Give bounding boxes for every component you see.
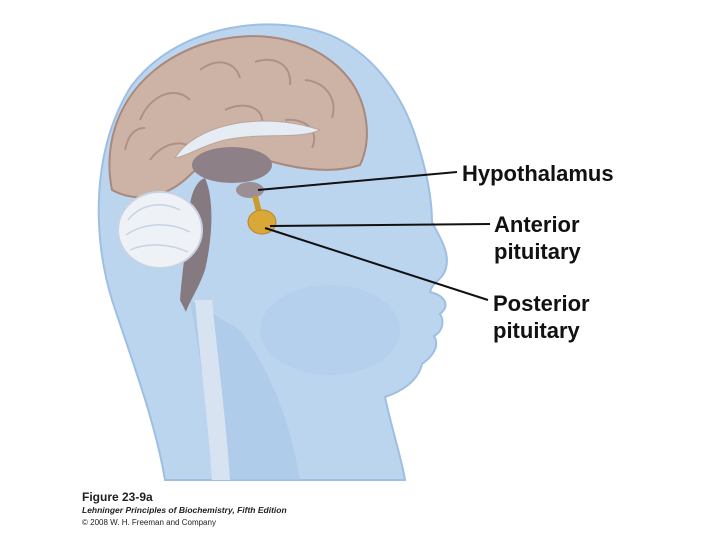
face-shading — [260, 285, 400, 375]
label-hypothalamus: Hypothalamus — [462, 160, 614, 187]
label-anterior-line1: Anterior — [494, 211, 581, 238]
label-anterior-line2: pituitary — [494, 238, 581, 265]
label-posterior-pituitary: Posterior pituitary — [493, 290, 590, 344]
label-posterior-line2: pituitary — [493, 317, 590, 344]
caption-book-title: Lehninger Principles of Biochemistry, Fi… — [82, 505, 287, 515]
thalamus — [192, 147, 272, 183]
caption-figure-number: Figure 23-9a — [82, 490, 153, 504]
label-posterior-line1: Posterior — [493, 290, 590, 317]
cerebellum — [118, 192, 202, 268]
label-anterior-pituitary: Anterior pituitary — [494, 211, 581, 265]
caption-copyright: © 2008 W. H. Freeman and Company — [82, 518, 216, 527]
